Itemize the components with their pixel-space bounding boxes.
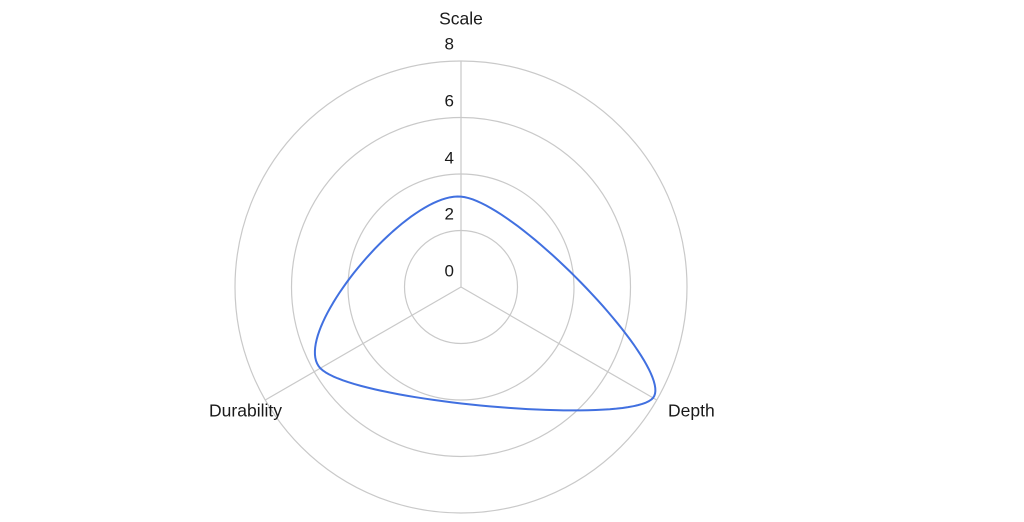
axis-spoke-depth <box>460 286 658 401</box>
axis-label-durability: Durability <box>209 401 282 421</box>
tick-label-8: 8 <box>445 34 454 53</box>
axis-spokes <box>264 61 658 401</box>
axis-spoke-durability <box>264 286 462 401</box>
series-group <box>313 195 657 412</box>
radial-tick-labels: 8 6 4 2 0 <box>445 34 454 280</box>
tick-label-2: 2 <box>445 204 454 223</box>
tick-label-4: 4 <box>445 148 454 167</box>
tick-label-6: 6 <box>445 91 454 110</box>
tick-label-0: 0 <box>445 261 454 280</box>
axis-label-scale: Scale <box>439 9 483 29</box>
axis-label-depth: Depth <box>668 401 715 421</box>
series-line-1 <box>313 195 657 412</box>
axis-category-labels: Scale Depth Durability <box>209 9 715 421</box>
